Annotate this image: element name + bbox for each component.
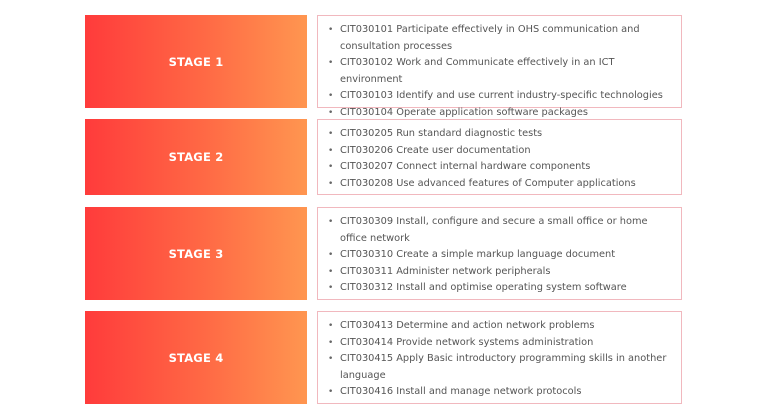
unit-text: CIT030309 Install, configure and secure … (340, 216, 648, 244)
stage-row-2: STAGE 2 • CIT030205 Run standard diagnost… (85, 119, 684, 195)
stage-1-box: STAGE 1 (85, 15, 307, 108)
stage-row-4: STAGE 4 • CIT030413 Determine and action … (85, 311, 684, 404)
stage-3-box: STAGE 3 (85, 207, 307, 300)
unit-item: • CIT030208 Use advanced features of Comp… (328, 176, 677, 193)
stage-row-3: STAGE 3 • CIT030309 Install, configure an… (85, 207, 684, 300)
bullet-icon: • (328, 354, 334, 365)
unit-text: CIT030205 Run standard diagnostic tests (340, 128, 543, 139)
bullet-icon: • (328, 162, 334, 173)
bullet-icon: • (328, 145, 334, 156)
unit-text: CIT030101 Participate effectively in OHS… (340, 24, 640, 52)
unit-text: CIT030312 Install and optimise operating… (340, 282, 627, 294)
unit-item: • CIT030207 Connect internal hardware com… (328, 159, 677, 176)
stage-1-label: STAGE 1 (168, 54, 224, 69)
unit-text: CIT030206 Create user documentation (340, 144, 531, 156)
unit-item: • CIT030104 Operate application software … (328, 105, 677, 122)
unit-text: CIT030207 Connect internal hardware comp… (340, 161, 591, 173)
bullet-icon: • (328, 321, 334, 331)
bullet-icon: • (328, 387, 334, 398)
bullet-icon: • (328, 283, 334, 294)
unit-item: • CIT030416 Install and manage network pr… (328, 384, 677, 401)
bullet-icon: • (328, 107, 334, 118)
unit-item: • CIT030205 Run standard diagnostic tests (328, 126, 677, 143)
stage-3-units-box: • CIT030309 Install, configure and secure… (317, 207, 682, 300)
stage-3-label: STAGE 3 (168, 246, 224, 261)
unit-item: • CIT030206 Create user documentation (328, 143, 677, 160)
unit-text: CIT030104 Operate application software p… (340, 106, 589, 118)
unit-item: • CIT030312 Install and optimise operatin… (328, 280, 677, 297)
unit-text: CIT030413 Determine and action network p… (340, 320, 595, 331)
unit-item: • CIT030415 Apply Basic introductory prog… (328, 351, 677, 384)
stage-4-box: STAGE 4 (85, 311, 307, 404)
unit-item: • CIT030413 Determine and action network … (328, 318, 677, 335)
stage-row-1: STAGE 1 • CIT030101 Participate effectiv… (85, 15, 684, 118)
unit-text: CIT030414 Provide network systems admini… (340, 336, 594, 348)
unit-item: • CIT030101 Participate effectively in O… (328, 22, 677, 55)
unit-text: CIT030416 Install and manage network pro… (340, 386, 582, 398)
stage-1-units-box: • CIT030101 Participate effectively in O… (317, 15, 682, 118)
unit-text: CIT030102 Work and Communicate effective… (340, 57, 615, 85)
unit-text: CIT030311 Administer network peripherals (340, 265, 551, 277)
bullet-icon: • (328, 58, 334, 69)
stage-4-units-box: • CIT030413 Determine and action network … (317, 311, 682, 404)
stage-2-units-list: • CIT030205 Run standard diagnostic tests… (318, 120, 681, 192)
stage-1-units-list: • CIT030101 Participate effectively in O… (318, 16, 681, 122)
unit-item: • CIT030102 Work and Communicate effectiv… (328, 55, 677, 88)
unit-item: • CIT030310 Create a simple markup langua… (328, 247, 677, 264)
bullet-icon: • (328, 337, 334, 348)
stage-3-units-list: • CIT030309 Install, configure and secure… (318, 208, 681, 297)
unit-item: • CIT030103 Identify and use current indu… (328, 88, 677, 105)
bullet-icon: • (328, 217, 334, 227)
unit-item: • CIT030309 Install, configure and secure… (328, 214, 677, 247)
unit-text: CIT030415 Apply Basic introductory progr… (340, 353, 667, 381)
bullet-icon: • (328, 91, 334, 102)
unit-item: • CIT030311 Administer network peripheral… (328, 264, 677, 281)
unit-text: CIT030103 Identify and use current indus… (340, 90, 663, 102)
stage-4-label: STAGE 4 (168, 350, 224, 365)
stage-2-box: STAGE 2 (85, 119, 307, 195)
bullet-icon: • (328, 25, 334, 35)
bullet-icon: • (328, 250, 334, 261)
bullet-icon: • (328, 129, 334, 139)
unit-item: • CIT030414 Provide network systems admin… (328, 335, 677, 352)
unit-text: CIT030208 Use advanced features of Compu… (340, 177, 636, 189)
bullet-icon: • (328, 178, 334, 189)
unit-text: CIT030310 Create a simple markup languag… (340, 249, 616, 261)
bullet-icon: • (328, 266, 334, 277)
stage-4-units-list: • CIT030413 Determine and action network … (318, 312, 681, 401)
stage-2-label: STAGE 2 (168, 150, 224, 164)
stage-2-units-box: • CIT030205 Run standard diagnostic tests… (317, 119, 682, 195)
